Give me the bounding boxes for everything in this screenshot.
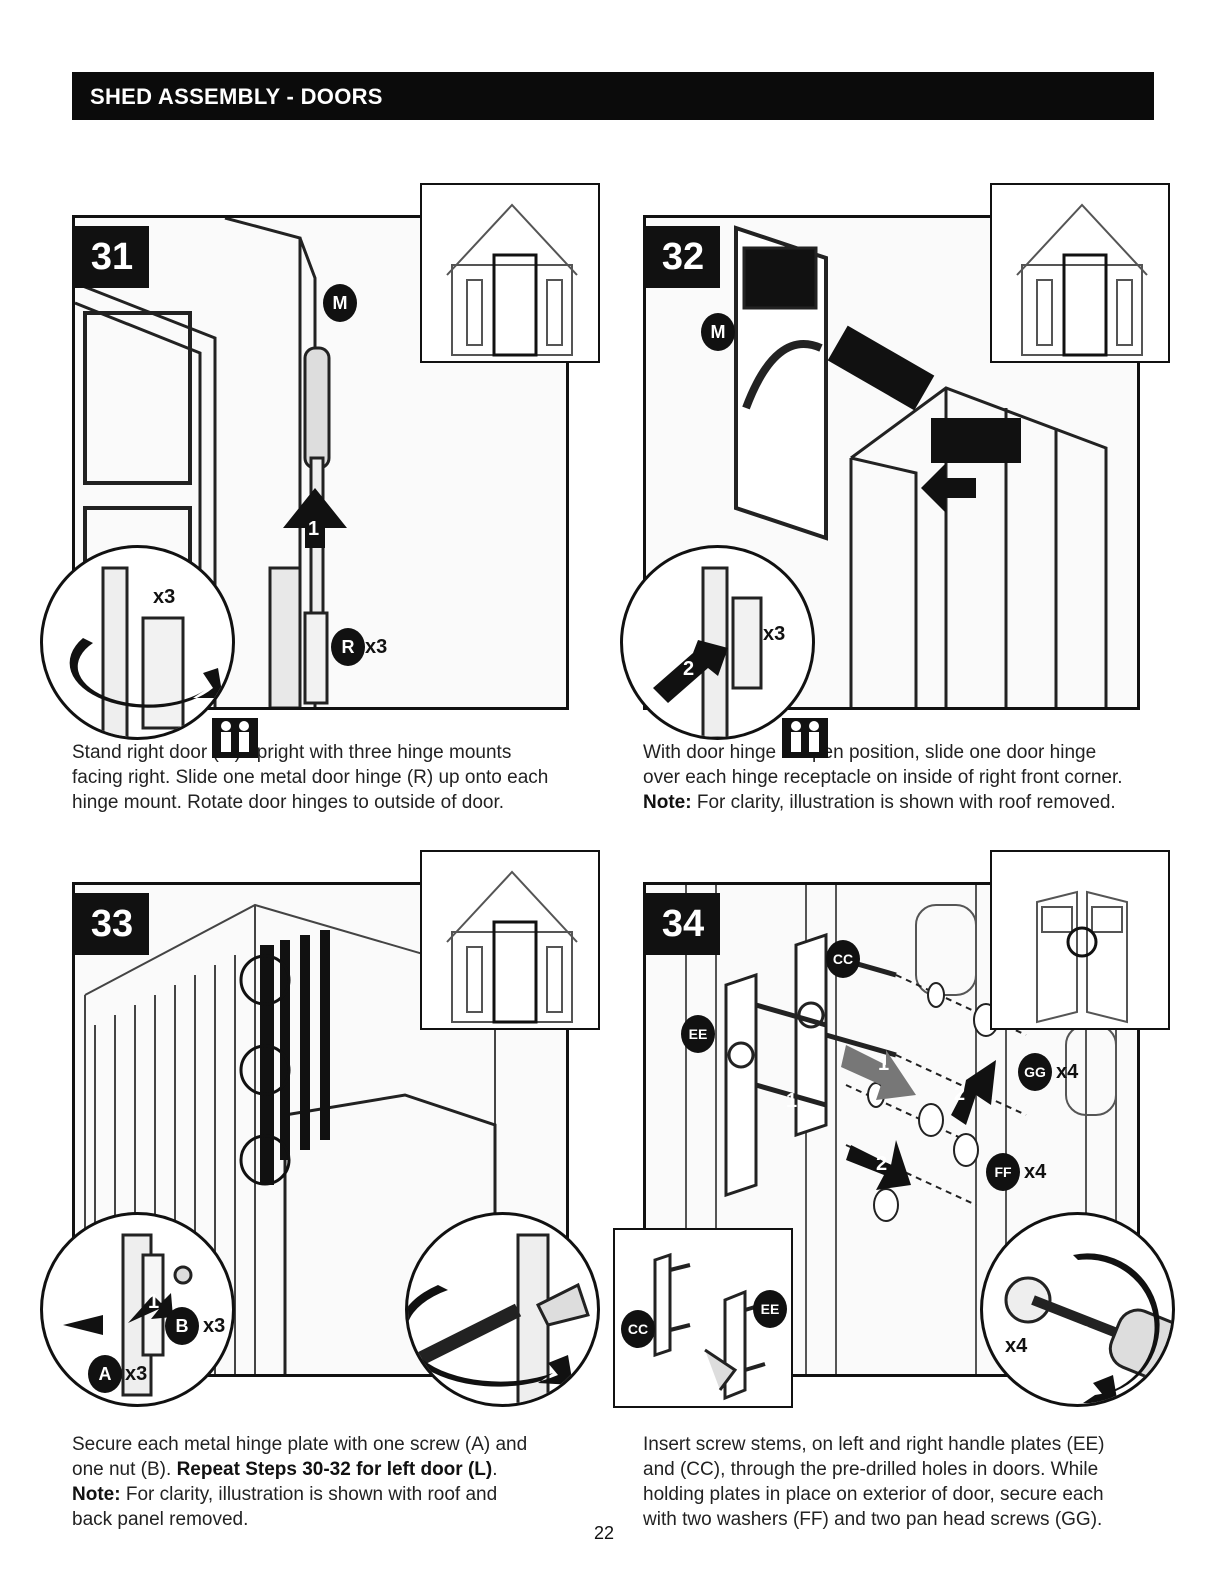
arrow-step-1: 1 <box>148 1291 160 1313</box>
part-gg-label: GG <box>1018 1053 1052 1091</box>
step-33-caption: Secure each metal hinge plate with one s… <box>72 1432 612 1532</box>
caption-text: one nut (B). <box>72 1459 177 1480</box>
note-text: For clarity, illustration is shown with … <box>120 1484 498 1505</box>
screw-quantity: x4 <box>1056 1061 1079 1083</box>
arrow-step-1: 1 <box>878 1053 890 1075</box>
rotate-quantity: x3 <box>153 586 176 608</box>
shed-overview-icon <box>446 870 578 1024</box>
step-34-plates-detail: CC EE <box>613 1228 793 1408</box>
caption-line: back panel removed. <box>72 1509 249 1530</box>
step-34-screwdriver-detail: x4 3 <box>980 1212 1175 1407</box>
step-33-screw-detail: B x3 A x3 1 <box>40 1212 235 1407</box>
step-31-rotate-detail: x3 2 <box>40 545 235 740</box>
step-34-door-overview <box>990 850 1170 1030</box>
arrow-step-2: 2 <box>876 1153 888 1175</box>
nut-quantity: x3 <box>203 1315 226 1337</box>
caption-line: one nut (B). Repeat Steps 30-32 for left… <box>72 1457 612 1482</box>
arrow-step-2: 2 <box>480 1295 492 1317</box>
caption-line: over each hinge receptacle on inside of … <box>643 767 1123 788</box>
part-cc-label: CC <box>621 1310 655 1348</box>
part-m-label: M <box>701 313 735 351</box>
step-31-shed-overview <box>420 183 600 363</box>
part-ee-label: EE <box>681 1015 715 1053</box>
section-header: SHED ASSEMBLY - DOORS <box>72 72 1154 120</box>
step-31-badge: 31 <box>75 226 149 288</box>
step-33-wrench-detail: 2 <box>405 1212 600 1407</box>
note-label: Note: <box>72 1484 121 1505</box>
rotate-hinge-illustration <box>69 566 224 737</box>
part-a-label: A <box>88 1355 122 1393</box>
step-32-hinge-detail: x3 2 <box>620 545 815 740</box>
step-32-illustration <box>734 225 1108 707</box>
two-person-icon <box>212 718 258 758</box>
washer-quantity: x4 <box>1024 1161 1047 1183</box>
step-33-badge: 33 <box>75 893 149 955</box>
screw-quantity: x3 <box>125 1363 148 1385</box>
people-figures <box>221 721 249 752</box>
step-33-shed-overview <box>420 850 600 1030</box>
caption-line: facing right. Slide one metal door hinge… <box>72 767 549 788</box>
step-33-illustration <box>84 903 497 1374</box>
arrow-step-3: 3 <box>1079 1323 1091 1345</box>
arrow-step-1: 1 <box>308 518 320 540</box>
caption-line: hinge mount. Rotate door hinges to outsi… <box>72 792 505 813</box>
arrow-step-2: 2 <box>683 658 695 680</box>
caption-line: and (CC), through the pre-drilled holes … <box>643 1459 1099 1480</box>
caption-line: Insert screw stems, on left and right ha… <box>643 1434 1105 1455</box>
caption-line: holding plates in place on exterior of d… <box>643 1484 1104 1505</box>
step-31-caption: Stand right door (M) upright with three … <box>72 740 592 815</box>
two-person-icon <box>782 718 828 758</box>
step-34-caption: Insert screw stems, on left and right ha… <box>643 1432 1163 1532</box>
wrench-tighten-illustration <box>408 1233 590 1404</box>
caption-text: . <box>492 1459 498 1480</box>
page-number: 22 <box>594 1523 615 1543</box>
slide-hinge-illustration <box>653 566 763 737</box>
door-overview-icon <box>1036 890 1128 1024</box>
repeat-instruction: Repeat Steps 30-32 for left door (L) <box>176 1459 493 1480</box>
slide-quantity: x3 <box>763 623 786 645</box>
people-figures <box>791 721 819 752</box>
caption-note: Note: For clarity, illustration is shown… <box>72 1482 612 1507</box>
circle-quantity: x4 <box>1005 1335 1028 1357</box>
section-title: SHED ASSEMBLY - DOORS <box>90 84 383 109</box>
part-m-label: M <box>323 284 357 322</box>
step-32-caption: With door hinge in open position, slide … <box>643 740 1163 815</box>
caption-line: with two washers (FF) and two pan head s… <box>643 1509 1103 1530</box>
caption-line: With door hinge in open position, slide … <box>643 742 1097 763</box>
note-text: For clarity, illustration is shown with … <box>691 792 1116 813</box>
step-32-badge: 32 <box>646 226 720 288</box>
hinge-quantity: x3 <box>365 636 388 658</box>
part-ff-label: FF <box>986 1153 1020 1191</box>
part-cc-label: CC <box>826 940 860 978</box>
step-32-shed-overview <box>990 183 1170 363</box>
screwdriver-tighten-illustration <box>1004 1253 1172 1404</box>
part-ee-label: EE <box>753 1290 787 1328</box>
arrow-step-1: 1 <box>786 1090 798 1112</box>
arrow-step-2: 2 <box>193 656 205 678</box>
caption-note: Note: For clarity, illustration is shown… <box>643 790 1163 815</box>
part-r-label: R <box>331 628 365 666</box>
screw-nut-illustration <box>63 1233 193 1397</box>
step-34-illustration <box>685 885 1117 1374</box>
note-label: Note: <box>643 792 692 813</box>
shed-overview-icon <box>1016 203 1148 357</box>
arrow-step-2: 2 <box>954 1083 966 1105</box>
part-b-label: B <box>165 1307 199 1345</box>
step-34-badge: 34 <box>646 893 720 955</box>
caption-line: Stand right door (M) upright with three … <box>72 742 512 763</box>
shed-overview-icon <box>446 203 578 357</box>
caption-line: Secure each metal hinge plate with one s… <box>72 1434 528 1455</box>
